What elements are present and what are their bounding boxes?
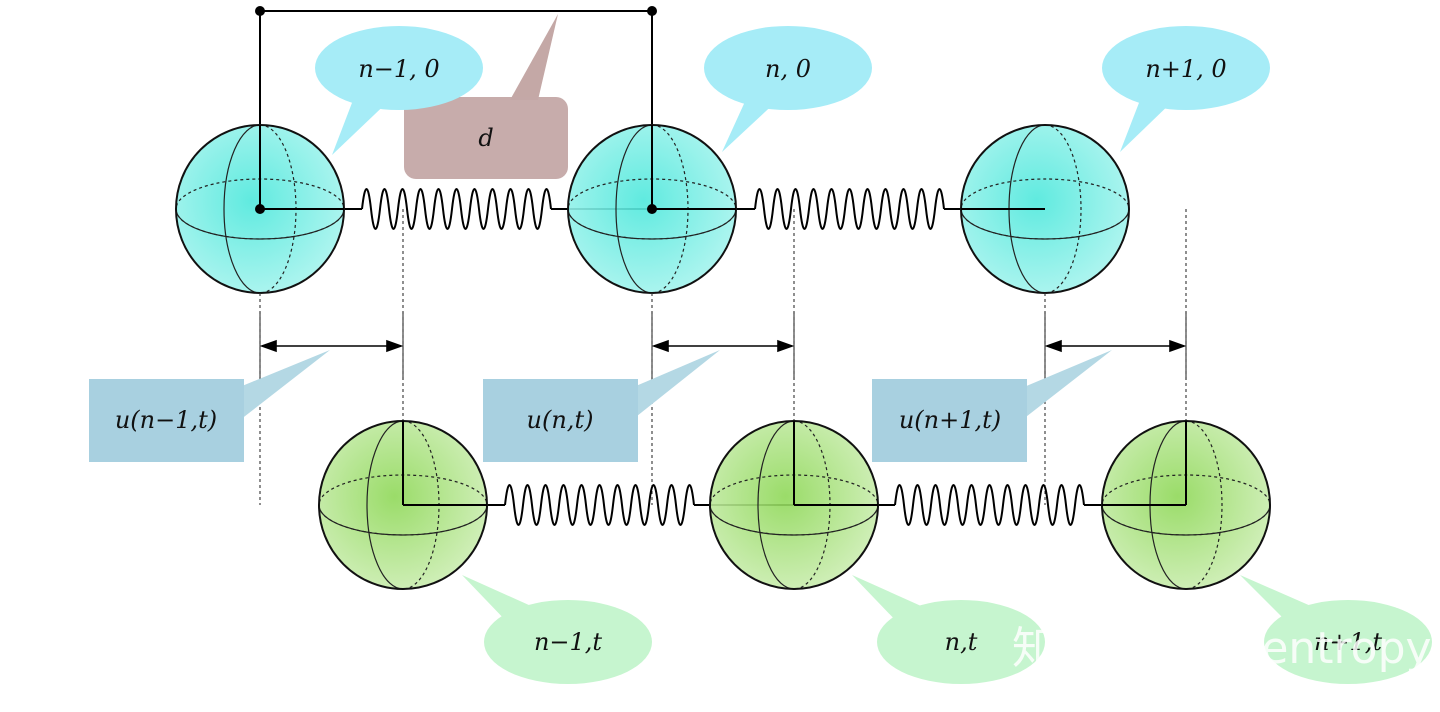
callout-bottom-left: n−1,t [462, 575, 652, 684]
guide-lines [259, 209, 1187, 505]
callout-bottom-mid: n,t [852, 575, 1045, 684]
label-top-left: n−1, 0 [358, 55, 439, 83]
bracket-dot-left [255, 6, 265, 16]
spring-bottom-2 [894, 484, 1085, 526]
center-dot-mid [647, 204, 657, 214]
label-disp-left: u(n−1,t) [115, 406, 217, 434]
label-bottom-right: n+1,t [1314, 628, 1382, 656]
callout-disp-left: u(n−1,t) [89, 350, 330, 462]
watermark: 知乎 @Anti-entropy [1012, 623, 1432, 674]
callout-bottom-right: n+1,t [1240, 575, 1432, 684]
label-disp-right: u(n+1,t) [899, 406, 1001, 434]
center-dot-left [255, 204, 265, 214]
label-disp-mid: u(n,t) [527, 406, 594, 434]
label-bottom-mid: n,t [945, 628, 978, 656]
bracket-dot-right [647, 6, 657, 16]
d-label: d [478, 124, 493, 152]
spring-bottom-1 [504, 484, 695, 526]
callout-top-left: n−1, 0 [315, 26, 483, 155]
bottom-center-lines [402, 421, 1187, 506]
displacement-arrows [259, 339, 1187, 353]
callout-disp-mid: u(n,t) [483, 350, 720, 462]
spring-top-2 [754, 188, 945, 230]
label-top-right: n+1, 0 [1145, 55, 1226, 83]
callout-d: d [404, 14, 568, 179]
callout-disp-right: u(n+1,t) [872, 350, 1112, 462]
bracket-over [259, 125, 1045, 210]
callout-top-mid: n, 0 [704, 26, 872, 152]
label-bottom-left: n−1,t [534, 628, 602, 656]
callout-top-right: n+1, 0 [1102, 26, 1270, 152]
label-top-mid: n, 0 [765, 55, 811, 83]
spring-top-1 [361, 188, 552, 230]
